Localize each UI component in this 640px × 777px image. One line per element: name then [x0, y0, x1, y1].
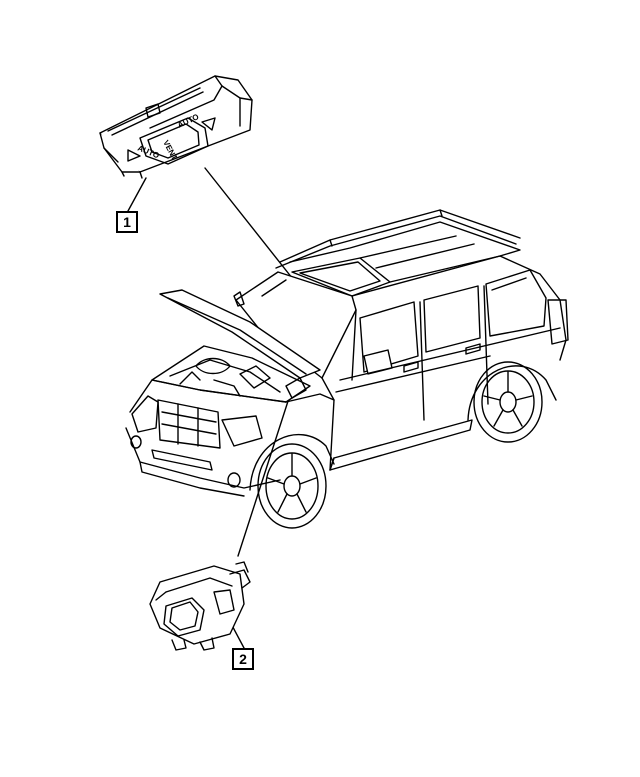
- leader-line-switch-to-roof: [204, 167, 301, 289]
- callout-1-number: 1: [123, 214, 131, 230]
- sensor-illustration: [149, 561, 251, 651]
- callout-2: 2: [232, 648, 254, 670]
- vehicle-illustration: [125, 209, 569, 529]
- sunroof-switch-illustration: [99, 75, 253, 179]
- callout-2-number: 2: [239, 651, 247, 667]
- leader-line-sensor-to-engine: [237, 394, 291, 557]
- callout-1: 1: [116, 211, 138, 233]
- leader-line-callout-1: [127, 177, 147, 212]
